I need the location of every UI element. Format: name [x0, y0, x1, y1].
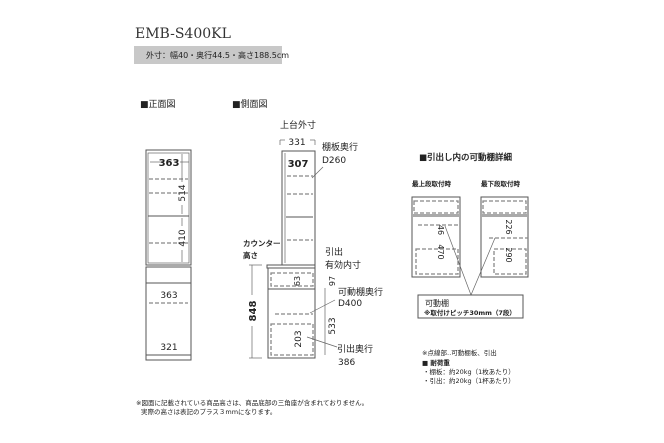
drawer-height: 63 [293, 276, 302, 286]
counter-height: 848 [248, 301, 259, 322]
front-width-top: 363 [159, 158, 180, 169]
detail-bottom-a: 226 [504, 219, 513, 234]
load-title: ■ 耐荷重 [422, 358, 450, 367]
side-view [249, 139, 338, 359]
drawer-depth-label: 引出奥行 [337, 343, 373, 355]
detail-top-b: 470 [436, 244, 445, 259]
movable-shelf-depth: D400 [338, 299, 362, 309]
front-width-bottom: 321 [160, 343, 177, 353]
callout-note: ※取付けピッチ30mm（7段） [424, 308, 516, 317]
load-drawer: ・引出：約20kg（1杯あたり） [423, 376, 515, 385]
dotted-note: ※点線部‥可動棚板、引出 [422, 348, 497, 357]
inner-depth: 307 [288, 159, 309, 170]
model-title: EMB-S400KL [135, 26, 231, 42]
front-height-mid: 410 [178, 229, 188, 246]
drawer-inner-width: 203 [294, 330, 304, 347]
detail-top-label: 最上段取付時 [412, 179, 452, 188]
callout-title: 可動棚 [425, 298, 449, 308]
detail-bottom-b: 290 [504, 247, 513, 262]
detail-bottom-label: 最下段取付時 [481, 179, 521, 188]
drawer-inner-label-2: 有効内寸 [325, 259, 361, 271]
front-width-lower: 363 [160, 291, 177, 301]
detail-title: ■引出し内の可動棚詳細 [419, 152, 513, 163]
top-outer-width: 331 [288, 138, 305, 148]
footnote-line-2: 実際の高さは表記のプラス３mmになります。 [141, 407, 276, 416]
front-view-title: ■正面図 [140, 99, 176, 110]
detail-top-a: 46 [436, 225, 445, 235]
side-view-title: ■側面図 [232, 98, 268, 110]
lower-height: 533 [328, 317, 338, 334]
top-outer-label: 上台外寸 [280, 119, 316, 131]
drawer-inner-height: 97 [328, 276, 337, 286]
front-height-upper: 514 [178, 184, 188, 201]
drawer-inner-label-1: 引出 [325, 246, 343, 258]
dimensions-bar [134, 46, 282, 64]
drawer-depth: 386 [338, 358, 355, 368]
footnote-line-1: ※図面に記載されている商品高さは、商品底部の三角座が含まれておりません。 [136, 398, 368, 407]
counter-label-1: カウンター [243, 238, 281, 248]
shelf-depth: D260 [322, 156, 346, 166]
shelf-depth-label: 棚板奥行 [322, 141, 358, 153]
front-view [145, 149, 192, 361]
movable-shelf-label: 可動棚奥行 [338, 286, 383, 298]
counter-label-2: 高さ [243, 250, 258, 260]
detail-drawings [411, 196, 529, 319]
load-shelf: ・棚板：約20kg（1枚あたり） [423, 367, 515, 376]
dimensions-text: 外寸：幅40・奥行44.5・高さ188.5cm [146, 50, 289, 60]
